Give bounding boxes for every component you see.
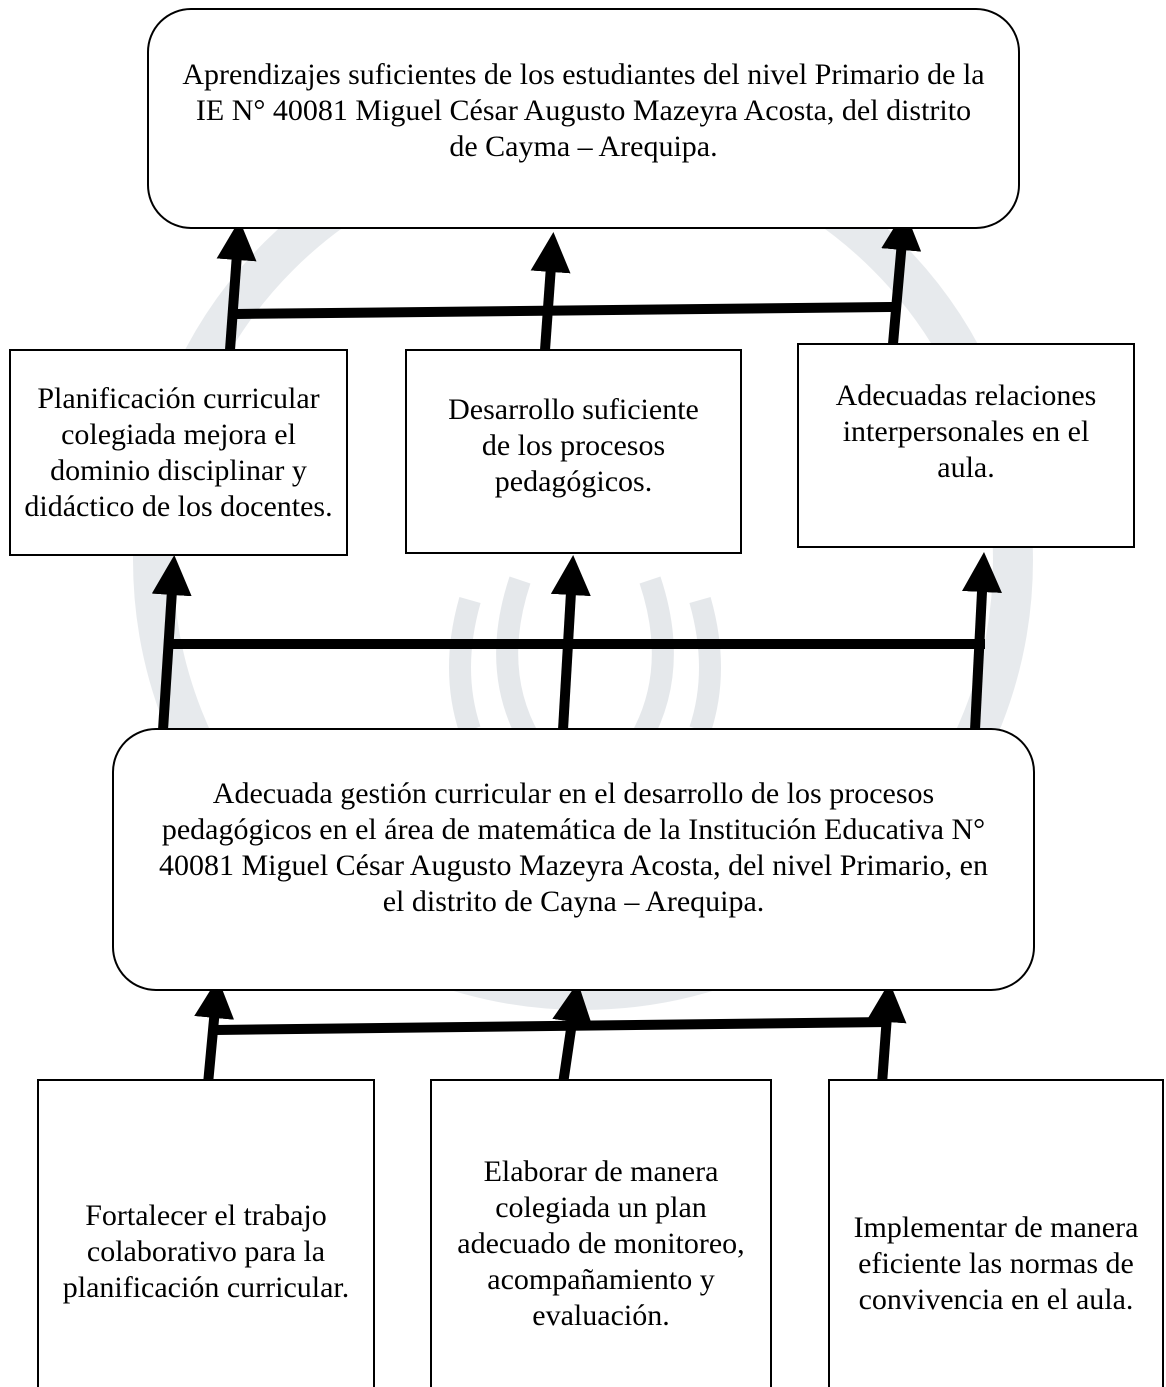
arrow-act2-to-central: [552, 982, 592, 1085]
bar-objectives: [235, 302, 894, 319]
objective-text-1: Planificación curricular colegiada mejor…: [24, 381, 333, 523]
arrow-act3-to-central: [866, 982, 907, 1085]
objective-box-1: Planificación curricular colegiada mejor…: [9, 349, 348, 556]
objective-text-3: Adecuadas relaciones interpersonales en …: [835, 378, 1097, 484]
objective-box-3: Adecuadas relaciones interpersonales en …: [797, 343, 1135, 548]
goal-box: Aprendizajes suficientes de los estudian…: [147, 8, 1020, 229]
action-text-3: Implementar de manera eficiente las norm…: [853, 1211, 1139, 1316]
action-text-1: Fortalecer el trabajo colaborativo para …: [62, 1199, 350, 1304]
central-objective-box: Adecuada gestión curricular en el desarr…: [112, 728, 1035, 991]
action-box-3: Implementar de manera eficiente las norm…: [828, 1079, 1164, 1387]
action-box-1: Fortalecer el trabajo colaborativo para …: [37, 1079, 375, 1387]
action-text-2: Elaborar de manera colegiada un plan ade…: [457, 1155, 745, 1332]
arrow-obj3-to-goal: [881, 210, 922, 345]
arrow-obj2-to-goal: [530, 232, 571, 351]
arrow-central-to-obj1: [151, 555, 192, 731]
arrow-act1-to-central: [194, 978, 235, 1085]
action-box-2: Elaborar de manera colegiada un plan ade…: [430, 1079, 772, 1387]
objective-text-2: Desarrollo suficiente de los procesos pe…: [448, 392, 699, 498]
arrow-central-to-obj3: [962, 552, 1002, 731]
central-objective-text: Adecuada gestión curricular en el desarr…: [159, 776, 988, 918]
arrow-central-to-obj2: [550, 555, 591, 731]
objective-box-2: Desarrollo suficiente de los procesos pe…: [405, 349, 742, 554]
arrow-obj1-to-goal: [216, 220, 257, 351]
bar-actions: [215, 1017, 889, 1035]
goal-text: Aprendizajes suficientes de los estudian…: [182, 57, 985, 163]
